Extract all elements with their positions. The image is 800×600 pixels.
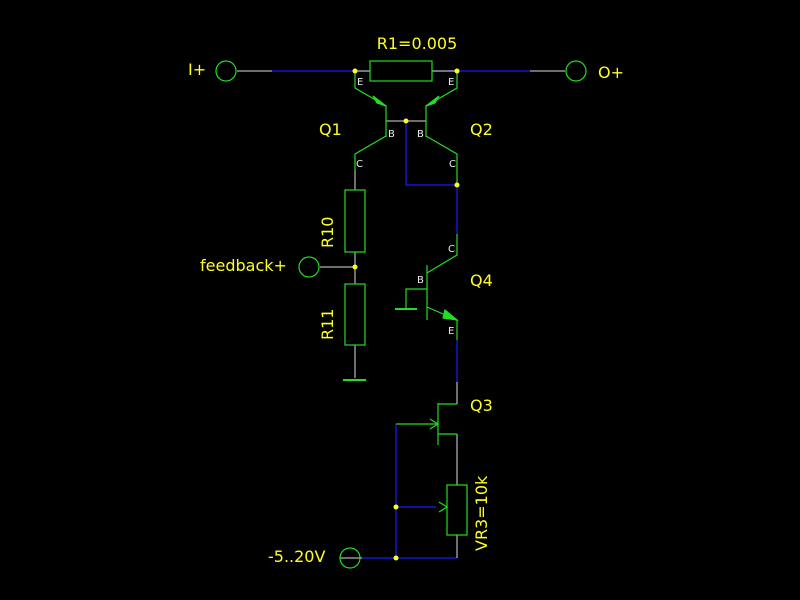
label-q2: Q2 — [470, 120, 493, 139]
junctions — [352, 68, 460, 561]
junction-r1-right — [454, 68, 460, 74]
label-o-plus: O+ — [598, 63, 624, 82]
transistor-q2 — [425, 71, 458, 185]
transistor-q3 — [396, 403, 457, 445]
q3-gate-arrow — [429, 418, 440, 430]
label-q4: Q4 — [470, 271, 493, 290]
label-supply: -5..20V — [268, 547, 325, 566]
pin-q2-b: B — [417, 129, 424, 140]
pin-q2-c: C — [449, 159, 456, 170]
component-labels: R1=0.005 I+ O+ Q1 Q2 R10 feedback+ Q4 R1… — [188, 34, 624, 566]
pin-q4-c: C — [448, 244, 455, 255]
pin-q2-e: E — [448, 77, 454, 88]
resistor-r10 — [344, 189, 366, 253]
terminal-i-plus — [215, 60, 237, 82]
q1-emitter-arrow — [372, 95, 387, 107]
pin-q1-b: B — [388, 129, 395, 140]
pin-q1-c: C — [356, 159, 363, 170]
label-i-plus: I+ — [188, 60, 206, 79]
resistor-r11 — [344, 283, 366, 346]
pin-q4-e: E — [448, 326, 454, 337]
components — [215, 60, 587, 569]
pin-labels: E B C E B C C B E — [356, 77, 456, 337]
label-q3: Q3 — [470, 396, 493, 415]
label-r10: R10 — [318, 217, 337, 248]
junction-supply — [393, 555, 399, 561]
q2-emitter-arrow — [425, 95, 440, 107]
junction-wiper — [393, 504, 399, 510]
wire-q2-collector-to-base-node — [405, 121, 457, 186]
label-vr3: VR3=10k — [472, 475, 491, 551]
terminal-o-plus — [565, 60, 587, 82]
label-feedback: feedback+ — [200, 256, 287, 275]
junction-base — [403, 118, 409, 124]
junction-r1-left — [352, 68, 358, 74]
label-r1: R1=0.005 — [377, 34, 458, 53]
q4-base-lead — [405, 288, 427, 308]
terminal-supply — [339, 547, 361, 569]
label-r11: R11 — [318, 309, 337, 340]
terminal-feedback — [298, 256, 320, 278]
label-q1: Q1 — [319, 120, 342, 139]
pin-q4-b: B — [417, 275, 424, 286]
potentiometer-vr3 — [446, 484, 468, 536]
junction-q2-collector — [454, 182, 460, 188]
junction-feedback — [352, 264, 358, 270]
vr3-wiper-arrow — [438, 501, 449, 513]
transistor-q1 — [354, 71, 387, 170]
pin-q1-e: E — [357, 77, 363, 88]
resistor-r1 — [369, 60, 433, 82]
q4-emitter-arrow — [442, 308, 460, 321]
transistor-q4 — [395, 234, 460, 340]
